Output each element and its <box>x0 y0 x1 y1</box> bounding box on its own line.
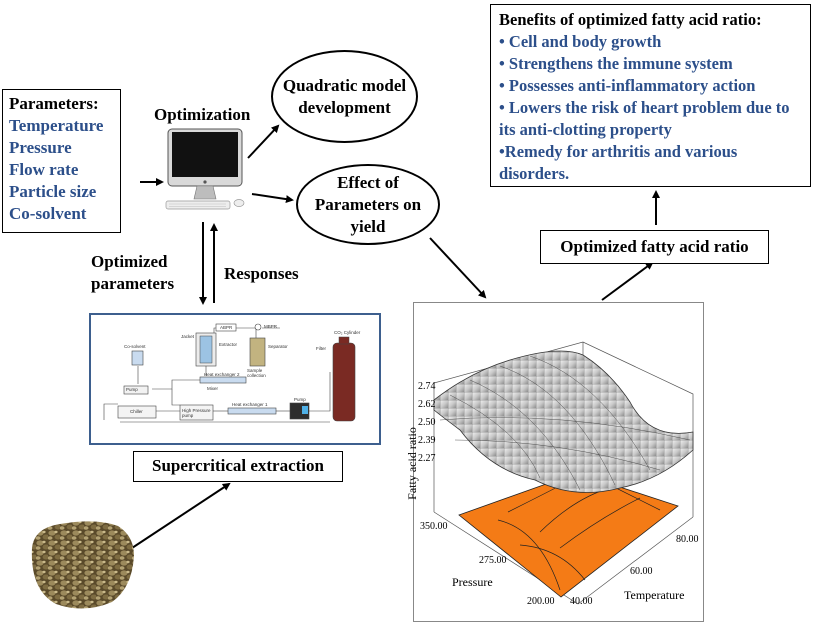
responses-label: Responses <box>224 264 299 283</box>
schematic-mixer-label: Mixer <box>207 386 218 391</box>
schematic-heat-exchanger-1-label: Heat exchanger 1 <box>232 402 268 407</box>
parameter-particle-size: Particle size <box>9 182 97 201</box>
pressure-tick-275: 275.00 <box>479 555 507 566</box>
schematic-co-solvent-label: Co-solvent <box>124 344 146 349</box>
benefits-box: Benefits of optimized fatty acid ratio: … <box>490 4 811 187</box>
z-tick-2-27: 2.27 <box>418 453 436 464</box>
benefit-immune-system: • Strengthens the immune system <box>499 54 733 73</box>
pressure-axis-label: Pressure <box>452 575 493 589</box>
supercritical-extraction-box: Supercritical extraction <box>133 451 343 482</box>
benefit-arthritis: •Remedy for arthritis and various disord… <box>499 142 738 183</box>
effect-of-parameters-oval: Effect of Parameters on yield <box>296 164 440 245</box>
arrow-effect-to-plot <box>429 237 487 299</box>
pressure-tick-200: 200.00 <box>527 596 555 607</box>
parameter-pressure: Pressure <box>9 138 72 157</box>
z-tick-2-62: 2.62 <box>418 399 436 410</box>
schematic-pump-large-label: Pump <box>294 397 306 402</box>
response-surface <box>433 350 694 493</box>
schematic-pump-small-label: Pump <box>126 387 138 392</box>
schematic-abpr-label: ABPR <box>220 325 233 330</box>
quadratic-model-oval: Quadratic model development <box>271 50 418 143</box>
arrow-computer-to-effect <box>251 193 294 204</box>
z-tick-2-74: 2.74 <box>418 381 436 392</box>
arrow-computer-to-quadratic <box>247 124 280 159</box>
temperature-tick-40: 40.00 <box>570 596 593 607</box>
schematic-mbpr-label: MBPR <box>264 324 278 329</box>
optimized-ratio-box: Optimized fatty acid ratio <box>540 230 769 264</box>
arrow-plot-to-ratio <box>601 261 654 301</box>
benefit-anti-inflammatory: • Possesses anti-inflammatory action <box>499 76 756 95</box>
benefits-title: Benefits of optimized fatty acid ratio: <box>499 10 762 29</box>
schematic-high-pressure-pump-label: High Pressure pump <box>182 408 211 418</box>
temperature-tick-80: 80.00 <box>676 534 699 545</box>
schematic-sample-collection-label: Sample collection <box>247 368 266 378</box>
optimized-parameters-label: Optimized parameters <box>91 252 175 293</box>
parameter-flow-rate: Flow rate <box>9 160 79 179</box>
benefit-heart: • Lowers the risk of heart problem due t… <box>499 98 790 139</box>
optimization-label: Optimization <box>154 105 251 124</box>
parameters-box: Parameters: Temperature Pressure Flow ra… <box>2 89 121 233</box>
schematic-separator-label: Separator <box>268 344 288 349</box>
schematic-jacket-label: Jacket <box>181 334 195 339</box>
temperature-tick-60: 60.00 <box>630 566 653 577</box>
benefit-cell-growth: • Cell and body growth <box>499 32 662 51</box>
parameter-co-solvent: Co-solvent <box>9 204 87 223</box>
parameter-temperature: Temperature <box>9 116 104 135</box>
parameters-title: Parameters: <box>9 94 99 113</box>
schematic-heat-exchanger-2-label: Heat exchanger 2 <box>204 372 240 377</box>
schematic-filter-label: Filter <box>316 346 326 351</box>
schematic-extractor-label: Extractor <box>219 342 238 347</box>
z-tick-2-39: 2.39 <box>418 435 436 446</box>
z-tick-2-50: 2.50 <box>418 417 436 428</box>
arrow-seeds-to-extraction <box>131 482 231 549</box>
z-axis-label: Fatty acid ratio <box>404 427 419 500</box>
temperature-axis-label: Temperature <box>624 588 685 602</box>
schematic-chiller-label: Chiller <box>130 409 143 414</box>
pressure-tick-350: 350.00 <box>420 521 448 532</box>
schematic-co2-cylinder-label: CO₂ Cylinder <box>334 330 361 335</box>
contour-base <box>458 472 679 598</box>
